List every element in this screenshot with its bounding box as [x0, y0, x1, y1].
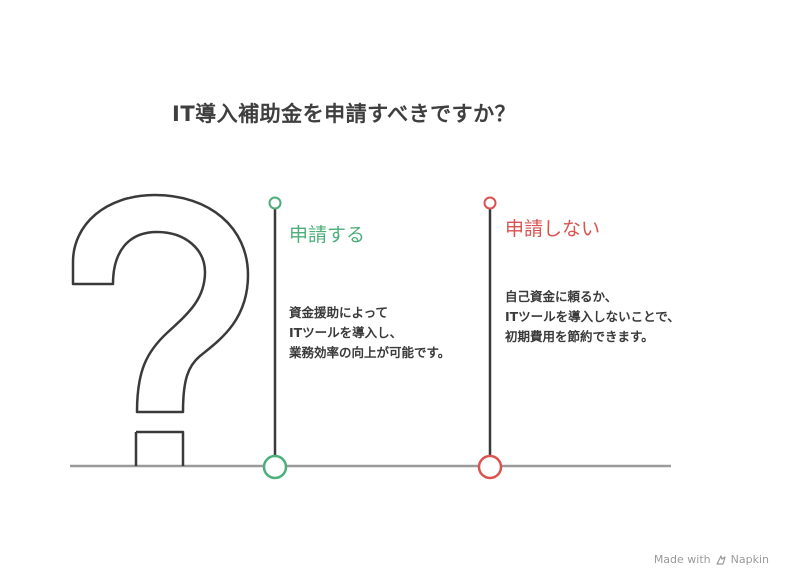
option-yes-base-marker	[262, 454, 288, 480]
option-no-top-marker	[483, 196, 497, 210]
option-no-description-line: 初期費用を節約できます。	[505, 329, 654, 344]
option-line-yes	[262, 196, 288, 480]
diagram-title: IT導入補助金を申請すべきですか？	[172, 102, 517, 126]
option-yes-description-line: 資金援助によって	[289, 305, 389, 320]
option-yes-label: 申請する	[289, 224, 366, 246]
watermark-made-with: Made with	[653, 553, 711, 566]
option-yes-description: 資金援助によって ITツールを導入し、 業務効率の向上が可能です。	[289, 303, 450, 363]
watermark-brand: Napkin	[730, 553, 769, 566]
option-yes-top-marker	[268, 196, 282, 210]
option-no-base-marker	[477, 454, 503, 480]
option-yes-description-line: ITツールを導入し、	[289, 325, 403, 340]
question-mark-icon	[71, 193, 250, 466]
option-yes-description-line: 業務効率の向上が可能です。	[289, 345, 451, 360]
napkin-watermark[interactable]: Made with Napkin	[654, 553, 769, 566]
option-no-description-line: 自己資金に頼るか、	[505, 289, 618, 304]
option-no-description: 自己資金に頼るか、 ITツールを導入しないことで、 初期費用を節約できます。	[505, 287, 680, 347]
option-no-description-line: ITツールを導入しないことで、	[505, 309, 680, 324]
napkin-logo-icon	[716, 554, 726, 565]
option-no-label: 申請しない	[505, 218, 601, 240]
option-line-no	[477, 196, 503, 480]
